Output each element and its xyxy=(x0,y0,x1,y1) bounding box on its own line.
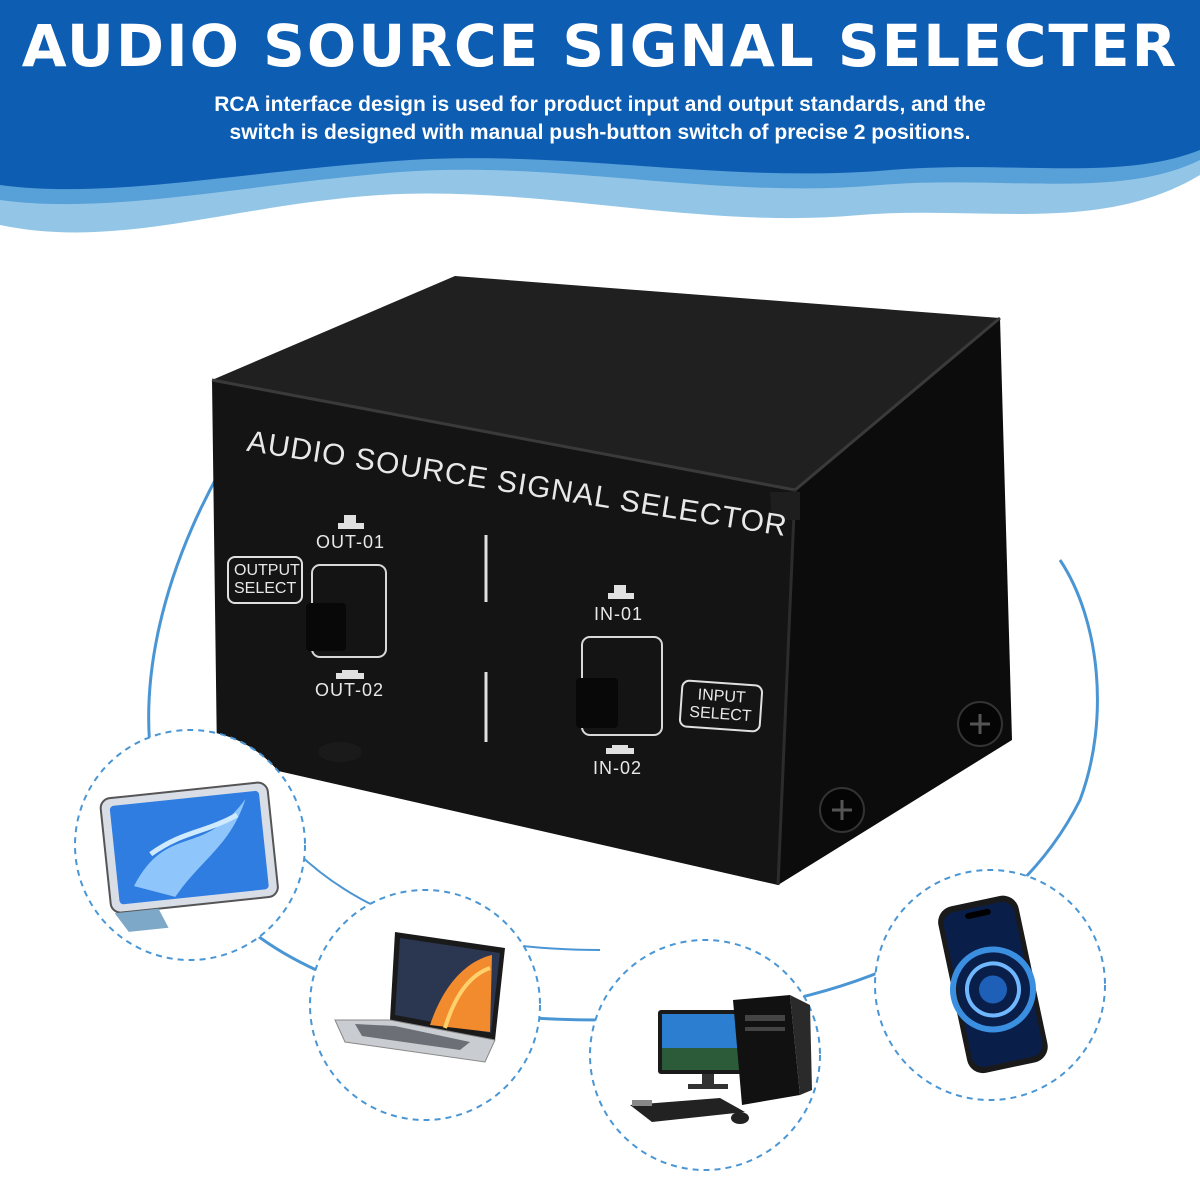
headline: AUDIO SOURCE SIGNAL SELECTER xyxy=(21,12,1179,80)
screw-icon xyxy=(819,787,865,833)
laptop-circle xyxy=(309,889,541,1121)
subline-1: RCA interface design is used for product… xyxy=(214,93,986,116)
connection-arc xyxy=(147,429,1099,1022)
output-select-label: OUTPUT SELECT xyxy=(227,556,303,604)
out-01-label: OUT-01 xyxy=(316,532,386,552)
desktop-circle xyxy=(589,939,821,1171)
laptop-icon xyxy=(334,932,505,1063)
banner-wave-background xyxy=(0,0,1200,233)
input-select-label: INPUT SELECT xyxy=(678,679,764,733)
output-select-line-1: OUTPUT xyxy=(234,562,300,579)
subline-2: switch is designed with manual push-butt… xyxy=(229,121,971,144)
in-02-label: IN-02 xyxy=(593,758,643,778)
input-push-button xyxy=(576,585,663,754)
screw-icon xyxy=(957,701,1003,747)
desktop-computer-icon xyxy=(630,995,812,1124)
in-01-label: IN-01 xyxy=(594,604,644,624)
output-select-line-2: SELECT xyxy=(234,580,297,597)
selector-box xyxy=(211,276,1012,886)
output-push-button xyxy=(306,515,387,679)
out-02-label: OUT-02 xyxy=(315,680,385,700)
tablet-icon xyxy=(99,781,279,932)
tablet-circle xyxy=(74,729,306,961)
phone-circle xyxy=(874,869,1106,1101)
input-select-line-2: SELECT xyxy=(688,703,753,726)
smartphone-icon xyxy=(938,895,1048,1074)
